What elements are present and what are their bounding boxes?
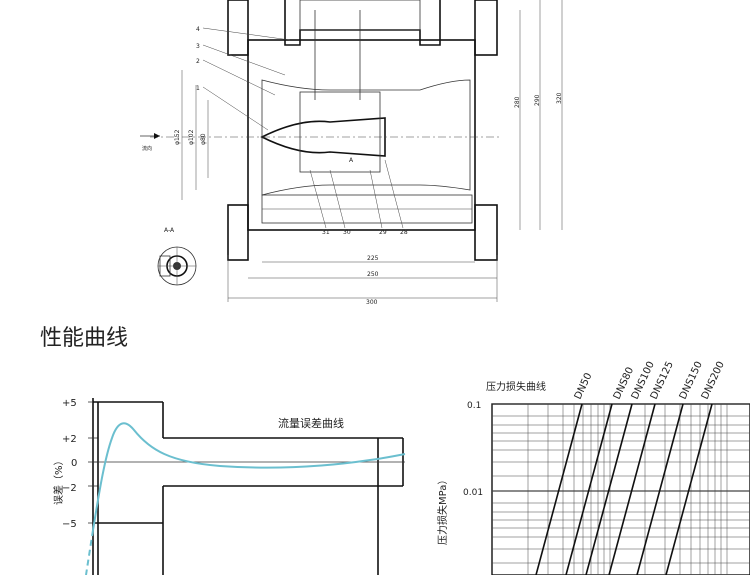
series-line-dns125	[608, 403, 656, 575]
section-label-aa: A-A	[164, 227, 175, 234]
y-tick-plus5: +5	[62, 398, 77, 409]
part-number-1: 1	[196, 85, 200, 92]
section-marker-a: A	[349, 157, 354, 164]
dim-320: 320	[556, 92, 563, 104]
error-chart-ylabel: 误差（%）	[52, 455, 65, 505]
part-number-28: 28	[400, 229, 408, 236]
series-line-dns150	[636, 403, 684, 575]
pressure-loss-chart: 压力损失曲线 压力损失MPa） 0.1 0.01	[436, 360, 750, 575]
section-title: 性能曲线	[40, 326, 128, 351]
dim-phi80: φ80	[200, 133, 207, 145]
dim-225: 225	[367, 255, 379, 262]
pressure-grid-horizontal	[492, 403, 750, 564]
part-number-3: 3	[196, 43, 200, 50]
part-number-2: 2	[196, 58, 200, 65]
series-line-dn50	[535, 403, 583, 575]
dim-phi102: φ102	[188, 129, 195, 145]
dim-290: 290	[534, 94, 541, 106]
dim-250: 250	[367, 271, 379, 278]
y-tick-plus2: +2	[62, 434, 77, 445]
pressure-chart-ylabel: 压力损失MPa）	[436, 475, 449, 545]
error-curve-extrapolation	[85, 529, 94, 575]
part-number-29: 29	[379, 229, 387, 236]
error-curve	[92, 422, 406, 531]
y-tick-minus5: −5	[62, 519, 77, 530]
part-number-4: 4	[196, 26, 200, 33]
flow-direction-label: 流向	[142, 145, 152, 152]
dim-300: 300	[366, 299, 378, 306]
series-line-dns80	[565, 403, 613, 575]
pressure-chart-title: 压力损失曲线	[486, 380, 546, 393]
dim-phi152: φ152	[174, 129, 181, 145]
series-label-dn50: DN50	[573, 371, 595, 401]
y-tick-minus2: −2	[62, 483, 77, 494]
error-chart-title: 流量误差曲线	[278, 416, 344, 430]
y-tick-0: 0	[71, 458, 77, 469]
pressure-grid-vertical	[527, 404, 728, 575]
flow-error-chart: 误差（%） +5 +2 0 −2 −5 流量误差曲线	[52, 398, 406, 575]
part-number-30: 30	[343, 229, 351, 236]
part-number-31: 31	[322, 229, 330, 236]
dim-280: 280	[514, 96, 521, 108]
pressure-y-tick-001: 0.01	[463, 488, 483, 498]
series-line-dns200	[665, 403, 713, 575]
valve-cross-section-drawing: 4 3 2 1 31 30 29 28 φ152 φ102 φ80 280 29…	[140, 0, 563, 306]
series-line-dns100	[585, 403, 633, 575]
pressure-y-tick-01: 0.1	[467, 401, 481, 411]
